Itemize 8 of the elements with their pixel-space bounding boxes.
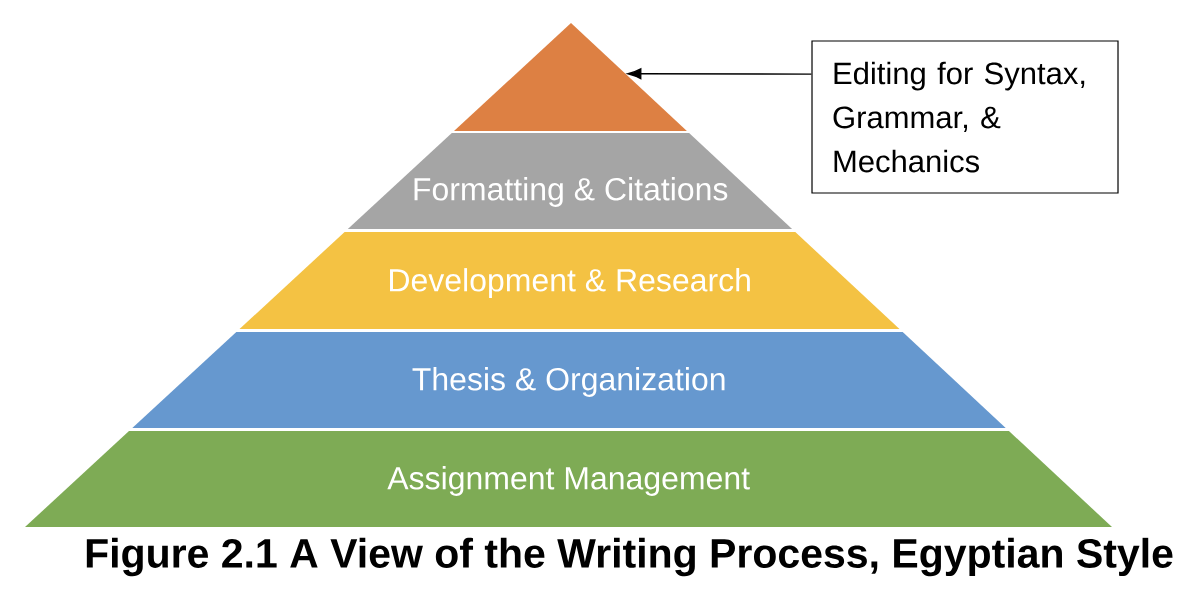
pyramid-top — [454, 23, 687, 131]
pyramid-tier: Thesis & Organization — [132, 332, 1006, 428]
pyramid-tier: Formatting & Citations — [347, 133, 793, 229]
arrow — [627, 68, 813, 80]
pyramid-tier: Development & Research — [239, 232, 900, 329]
pyramid-tier: Assignment Management — [25, 431, 1112, 527]
caption: Figure 2.1 A View of the Writing Process, Egyptian Style — [86, 537, 1173, 577]
text-box: Editing for Syntax, Grammar, & Mechanics — [811, 40, 1119, 194]
